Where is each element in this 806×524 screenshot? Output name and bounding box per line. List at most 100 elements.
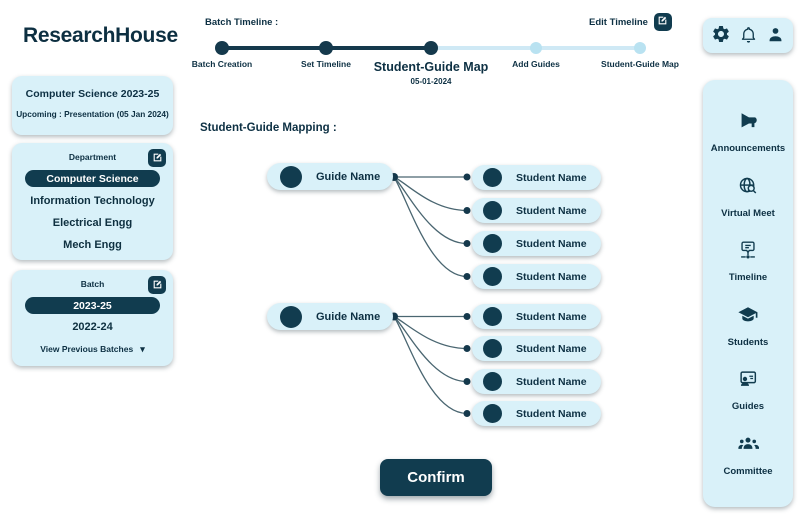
edit-department-button[interactable]	[148, 149, 166, 167]
edit-icon	[152, 151, 163, 166]
department-item-mech-engg[interactable]: Mech Engg	[63, 239, 122, 251]
step-label-set-timeline: Set Timeline	[301, 59, 351, 69]
step-label-student-guide-map-2: Student-Guide Map	[601, 59, 679, 69]
timeline-icon	[737, 239, 759, 266]
step-dot-add-guides[interactable]	[530, 42, 542, 54]
view-previous-batches-label: View Previous Batches	[40, 344, 134, 354]
step-dot-set-timeline[interactable]	[319, 41, 333, 55]
info-card: Computer Science 2023-25 Upcoming : Pres…	[12, 76, 173, 135]
department-card-label: Department	[68, 152, 117, 162]
megaphone-icon	[737, 110, 759, 137]
guide-name: Guide Name	[316, 170, 381, 183]
guide-node[interactable]: Guide Name	[267, 303, 393, 330]
connector-dot	[463, 240, 471, 247]
department-item-information-technology[interactable]: Information Technology	[30, 195, 155, 207]
guide-avatar	[280, 165, 302, 188]
student-node[interactable]: Student Name	[472, 165, 601, 190]
connector-dot	[463, 378, 471, 385]
sidebar-item-label: Virtual Meet	[721, 207, 775, 219]
connector-curve	[393, 316, 468, 415]
connector-dot	[463, 345, 471, 352]
sidebar-item-label: Guides	[731, 401, 765, 413]
sidebar-item-guides[interactable]: Guides	[732, 368, 764, 412]
sidebar-item-label: Committee	[723, 465, 773, 477]
view-previous-batches-link[interactable]: View Previous Batches ▾	[12, 344, 173, 355]
student-avatar	[483, 267, 502, 286]
sidebar-item-label: Timeline	[728, 272, 768, 284]
student-node[interactable]: Student Name	[472, 231, 601, 256]
globe-search-icon	[737, 175, 759, 202]
bell-icon	[739, 25, 758, 47]
guide-name: Guide Name	[316, 310, 381, 323]
student-avatar	[483, 234, 502, 253]
student-name: Student Name	[516, 171, 587, 184]
batch-card: Batch 2023-25 2022-24 View Previous Batc…	[12, 270, 173, 366]
sidebar-item-timeline[interactable]: Timeline	[729, 239, 767, 283]
mapping-heading: Student-Guide Mapping :	[200, 122, 337, 134]
student-avatar	[483, 339, 502, 358]
sidebar-item-label: Announcements	[710, 143, 786, 155]
sidebar-item-announcements[interactable]: Announcements	[711, 110, 785, 154]
settings-button[interactable]	[711, 24, 731, 47]
sidebar-item-committee[interactable]: Committee	[723, 433, 773, 477]
guide-node[interactable]: Guide Name	[267, 163, 393, 190]
sidebar-item-virtual-meet[interactable]: Virtual Meet	[721, 175, 775, 219]
student-avatar	[483, 404, 502, 423]
info-card-title: Computer Science 2023-25	[25, 88, 160, 100]
student-name: Student Name	[516, 310, 587, 323]
notifications-button[interactable]	[739, 25, 758, 47]
student-avatar	[483, 201, 502, 220]
confirm-button[interactable]: Confirm	[380, 459, 492, 496]
connector-dot	[463, 207, 471, 214]
committee-icon	[737, 433, 760, 460]
guide-board-icon	[737, 368, 759, 395]
sidebar-item-label: Students	[727, 336, 769, 348]
gear-icon	[711, 24, 731, 47]
student-node[interactable]: Student Name	[472, 401, 601, 426]
step-date: 05-01-2024	[410, 77, 452, 86]
department-item-electrical-engg[interactable]: Electrical Engg	[52, 217, 133, 229]
connector-dot	[463, 410, 471, 417]
connector-curve	[393, 176, 468, 245]
step-dot-student-guide-map-2[interactable]	[634, 42, 646, 54]
step-label-add-guides: Add Guides	[512, 59, 560, 69]
student-node[interactable]: Student Name	[472, 336, 601, 361]
topbar-icons-card	[703, 18, 793, 53]
connector-curve	[393, 176, 468, 212]
edit-icon	[152, 278, 163, 293]
student-name: Student Name	[516, 342, 587, 355]
sidebar-item-students[interactable]: Students	[727, 304, 769, 348]
student-node[interactable]: Student Name	[472, 304, 601, 329]
student-node[interactable]: Student Name	[472, 369, 601, 394]
student-name: Student Name	[516, 237, 587, 250]
batch-timeline-label: Batch Timeline :	[205, 17, 279, 28]
right-sidebar: Announcements Virtual Meet Timeline Stud…	[703, 80, 793, 507]
connector-curve	[393, 315, 468, 350]
guide-avatar	[280, 305, 302, 328]
step-label-batch-creation: Batch Creation	[191, 59, 253, 69]
department-card: Department Computer Science Information …	[12, 143, 173, 260]
connector-dot	[463, 313, 471, 320]
step-label-student-guide-map: Student-Guide Map	[373, 60, 489, 74]
student-avatar	[483, 168, 502, 187]
student-node[interactable]: Student Name	[472, 264, 601, 289]
graduation-cap-icon	[737, 304, 759, 331]
step-dot-batch-creation[interactable]	[215, 41, 229, 55]
student-avatar	[483, 307, 502, 326]
student-name: Student Name	[516, 270, 587, 283]
step-dot-student-guide-map[interactable]	[424, 41, 438, 55]
person-icon	[766, 25, 785, 47]
app-logo: ResearchHouse	[23, 24, 178, 47]
profile-button[interactable]	[766, 25, 785, 47]
batch-item-2023-25[interactable]: 2023-25	[25, 297, 160, 314]
student-node[interactable]: Student Name	[472, 198, 601, 223]
edit-batch-button[interactable]	[148, 276, 166, 294]
batch-card-label: Batch	[80, 279, 105, 289]
student-name: Student Name	[516, 204, 587, 217]
batch-item-2022-24[interactable]: 2022-24	[72, 321, 113, 333]
department-item-computer-science[interactable]: Computer Science	[25, 170, 160, 187]
chevron-down-icon: ▾	[140, 344, 145, 354]
connector-curve	[393, 176, 468, 278]
edit-timeline-button[interactable]	[653, 13, 672, 31]
student-avatar	[483, 372, 502, 391]
